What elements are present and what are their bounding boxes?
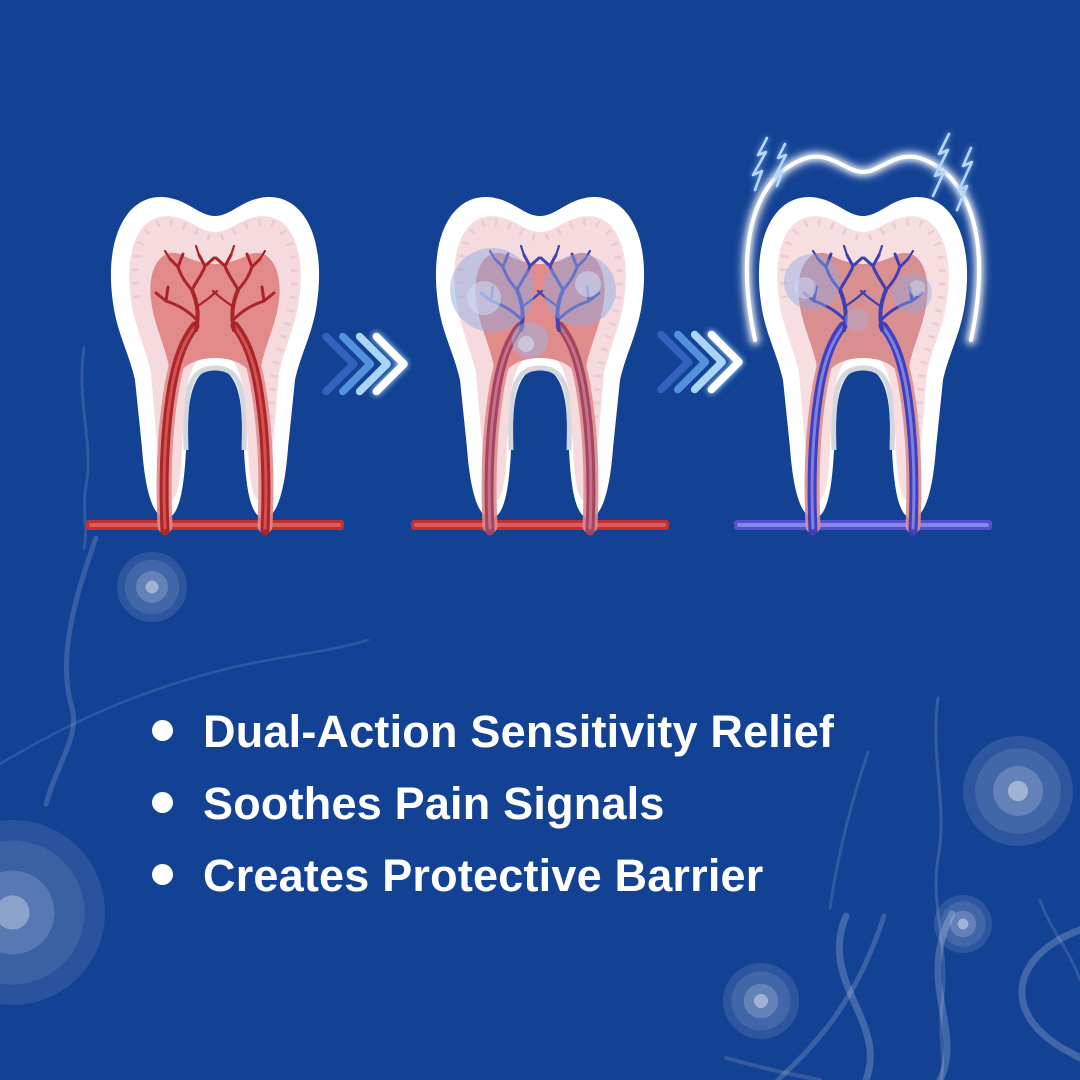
ripple-glow xyxy=(934,895,992,953)
bullet-icon xyxy=(152,863,173,885)
soothing-bubbles-icon xyxy=(784,254,932,332)
benefit-item: Dual-Action Sensitivity Relief xyxy=(152,700,834,760)
ripple-glow xyxy=(723,963,799,1039)
ripple-glow xyxy=(963,736,1073,846)
bullet-icon xyxy=(152,719,173,741)
protected-tooth-icon xyxy=(733,131,993,548)
benefit-item: Creates Protective Barrier xyxy=(152,844,834,904)
protective-barrier-icon xyxy=(739,149,987,347)
benefit-item: Soothes Pain Signals xyxy=(152,772,834,832)
soothed-tooth-icon xyxy=(410,128,670,548)
benefit-text: Creates Protective Barrier xyxy=(203,849,764,901)
triple-chevron-right-icon xyxy=(655,326,745,398)
triple-chevron-right-icon xyxy=(320,328,410,400)
benefit-text: Soothes Pain Signals xyxy=(203,777,665,829)
benefit-text: Dual-Action Sensitivity Relief xyxy=(203,705,835,757)
soothing-bubbles-icon xyxy=(450,248,616,358)
ripple-glow xyxy=(117,552,187,622)
sensitive-tooth-icon xyxy=(85,128,345,548)
ripple-glow xyxy=(0,820,105,1005)
lightning-bolts-icon xyxy=(750,131,975,213)
bullet-icon xyxy=(152,791,173,813)
benefit-list: Dual-Action Sensitivity Relief Soothes P… xyxy=(152,700,834,916)
